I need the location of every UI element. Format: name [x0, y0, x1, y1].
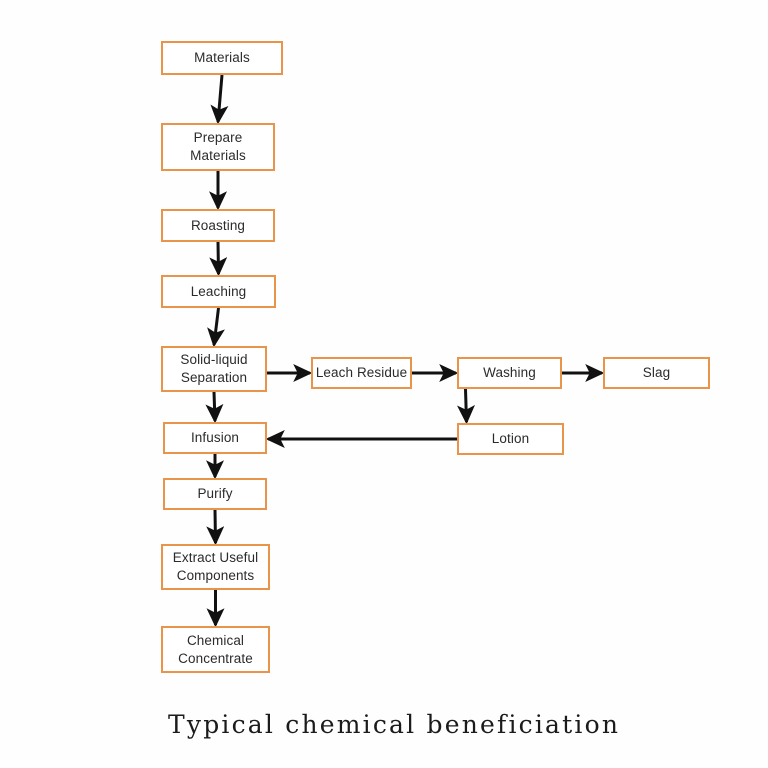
node-concentrate[interactable]: Chemical Concentrate: [161, 626, 270, 673]
node-leaching[interactable]: Leaching: [161, 275, 276, 308]
node-washing[interactable]: Washing: [457, 357, 562, 389]
node-infusion[interactable]: Infusion: [163, 422, 267, 454]
edge-washing-to-lotion: [456, 388, 475, 425]
edge-purify-to-extract: [206, 509, 225, 546]
node-prepare[interactable]: Prepare Materials: [161, 123, 275, 171]
node-materials[interactable]: Materials: [161, 41, 283, 75]
node-lotion[interactable]: Lotion: [457, 423, 564, 455]
node-purify[interactable]: Purify: [163, 478, 267, 510]
node-roasting[interactable]: Roasting: [161, 209, 275, 242]
node-solid-liquid[interactable]: Solid-liquid Separation: [161, 346, 267, 392]
node-extract[interactable]: Extract Useful Components: [161, 544, 270, 590]
edge-materials-to-prepare: [210, 74, 229, 125]
diagram-caption: Typical chemical beneficiation: [168, 710, 621, 739]
edge-leaching-to-solid-liquid: [207, 307, 225, 348]
edge-solid-liquid-to-infusion: [205, 391, 224, 424]
node-slag[interactable]: Slag: [603, 357, 710, 389]
node-leach-residue[interactable]: Leach Residue: [311, 357, 412, 389]
edge-roasting-to-leaching: [209, 241, 228, 277]
